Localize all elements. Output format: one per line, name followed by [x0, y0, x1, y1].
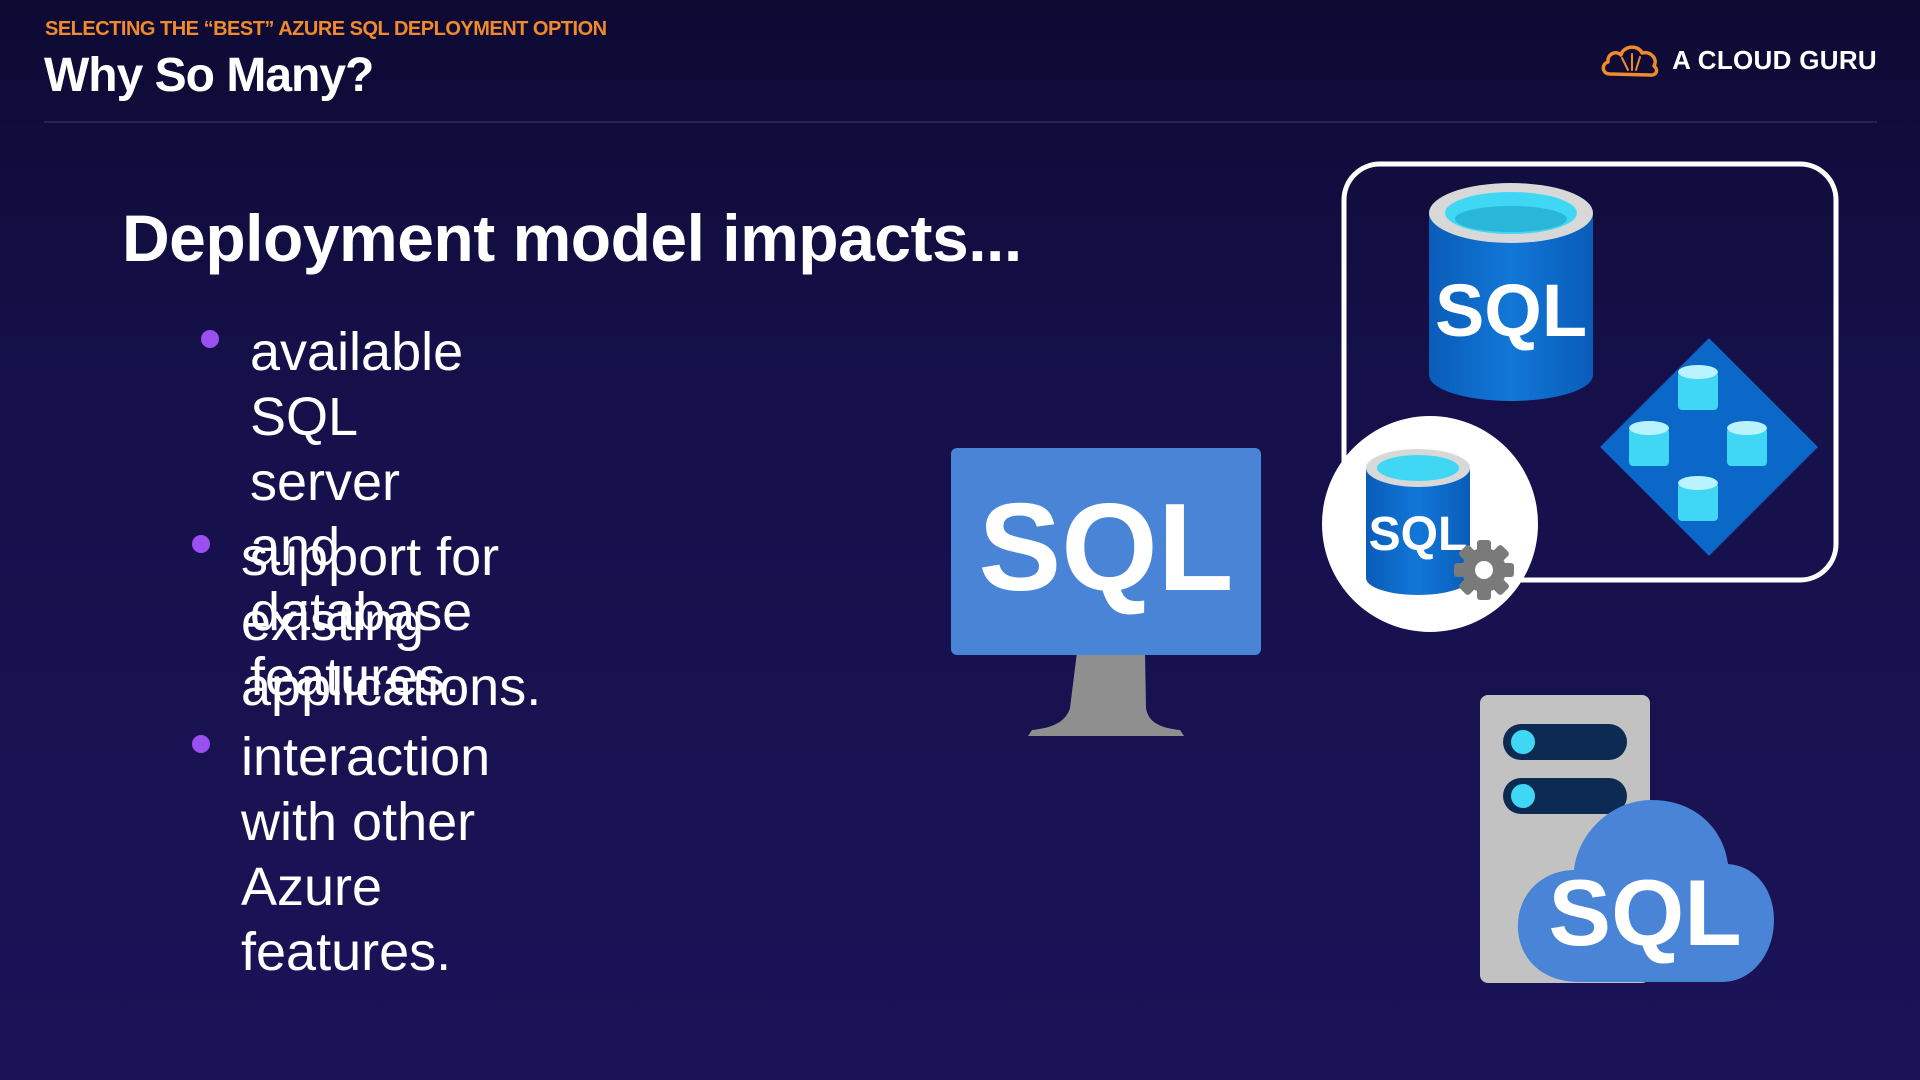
slide-kicker: SELECTING THE “BEST” AZURE SQL DEPLOYMEN… — [45, 18, 607, 40]
main-headline: Deployment model impacts... — [122, 201, 1022, 275]
brand-name: A CLOUD GURU — [1672, 44, 1877, 75]
page-title: Why So Many? — [44, 49, 374, 102]
sql-server-cloud-label: SQL — [1548, 860, 1741, 965]
bullet-text: support for existing applications. — [241, 527, 542, 717]
bullet-dot — [192, 535, 210, 553]
bullet-dot — [192, 735, 210, 753]
sql-database-icon: SQL — [1429, 183, 1593, 401]
sql-server-cloud-icon: SQL — [1480, 695, 1774, 983]
deployment-frame — [1341, 161, 1839, 583]
sql-database-gear-icon: SQL — [1322, 416, 1538, 632]
bullet-item: support for existing applications. — [192, 525, 542, 720]
brand-logo: A CLOUD GURU — [1598, 40, 1877, 80]
elastic-pool-icon — [1600, 338, 1818, 556]
bullet-text: available SQL server and database featur… — [250, 322, 473, 707]
gear-icon — [1454, 540, 1514, 600]
bullet-item: available SQL server and database featur… — [201, 320, 473, 710]
sql-virtual-machine-icon: SQL — [951, 448, 1261, 736]
bullet-dot — [201, 330, 219, 348]
cloud-logo-icon — [1601, 45, 1659, 77]
bullet-text: interaction with other Azure features. — [241, 727, 491, 982]
bullet-item: interaction with other Azure features. — [192, 725, 491, 985]
sql-database-gear-label: SQL — [1369, 508, 1468, 561]
header-divider — [44, 121, 1877, 123]
sql-database-label: SQL — [1435, 269, 1587, 352]
sql-virtual-machine-label: SQL — [979, 479, 1234, 617]
